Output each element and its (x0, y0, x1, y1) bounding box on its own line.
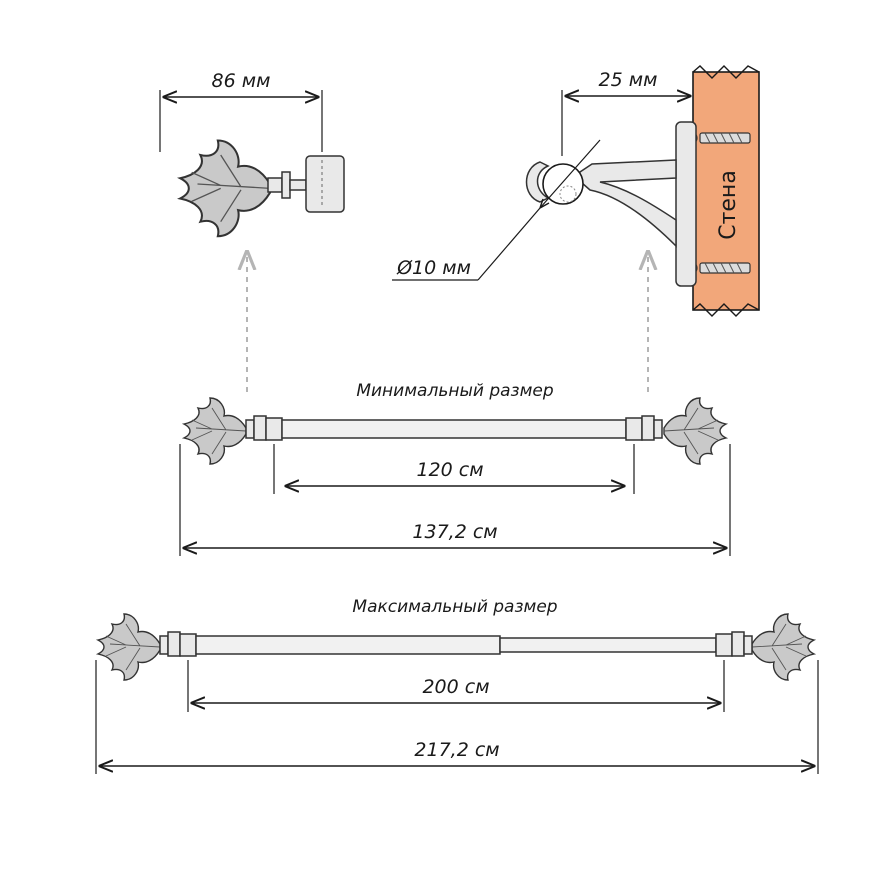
min-right-finial-leaf-icon (663, 397, 727, 465)
max-right-holder (715, 633, 733, 657)
max-config-caption: Максимальный размер (352, 597, 557, 617)
bracket-hook (525, 161, 550, 203)
diameter-label: Ø10 мм (396, 257, 471, 279)
min-config: Минимальный размер 120 см 137,2 см (179, 381, 731, 556)
min-left-cap (253, 415, 267, 441)
max-right-finial-leaf-icon (751, 613, 815, 681)
min-right-holder (625, 417, 643, 441)
min-left-holder (265, 417, 283, 441)
min-right-cap (641, 415, 655, 441)
min-right-collar (653, 419, 663, 439)
bracket-plate (675, 121, 697, 287)
wall-break-top (692, 65, 760, 79)
finial-neck (267, 177, 283, 193)
min-left-collar (245, 419, 255, 439)
max-right-collar (743, 635, 753, 655)
wall-label: Стена (716, 170, 741, 240)
diameter-arrow-line (539, 139, 601, 209)
min-total-length-label: 137,2 см (412, 521, 497, 543)
max-rod-length-label: 200 см (422, 676, 489, 698)
finial-stem (289, 179, 307, 191)
min-left-finial-leaf-icon (183, 397, 247, 465)
finial-collar (281, 171, 291, 199)
bracket-offset-label: 25 мм (599, 69, 658, 91)
max-rod-inner (499, 637, 717, 653)
min-config-caption: Минимальный размер (356, 381, 554, 401)
wall-break-bottom (692, 303, 760, 317)
max-rod-outer (195, 635, 501, 655)
max-total-length-label: 217,2 см (414, 739, 499, 761)
finial-detail: 86 мм (159, 70, 345, 238)
max-right-cap (731, 631, 745, 657)
finial-leaf-icon (179, 139, 272, 238)
finial-cap (305, 155, 345, 213)
diameter-arrowhead (539, 198, 550, 209)
max-left-finial-leaf-icon (97, 613, 161, 681)
rod-hidden-circle (559, 185, 577, 203)
min-rod (281, 419, 627, 439)
bracket-detail: Стена 25 мм Ø10 мм (392, 65, 760, 317)
bracket-arm (572, 159, 677, 248)
diameter-leader (477, 207, 541, 281)
max-left-collar (159, 635, 169, 655)
max-config: Максимальный размер 200 см 217,2 см (95, 597, 819, 774)
max-left-cap (167, 631, 181, 657)
min-rod-length-label: 120 см (416, 459, 483, 481)
finial-width-label: 86 мм (212, 70, 271, 92)
max-left-holder (179, 633, 197, 657)
